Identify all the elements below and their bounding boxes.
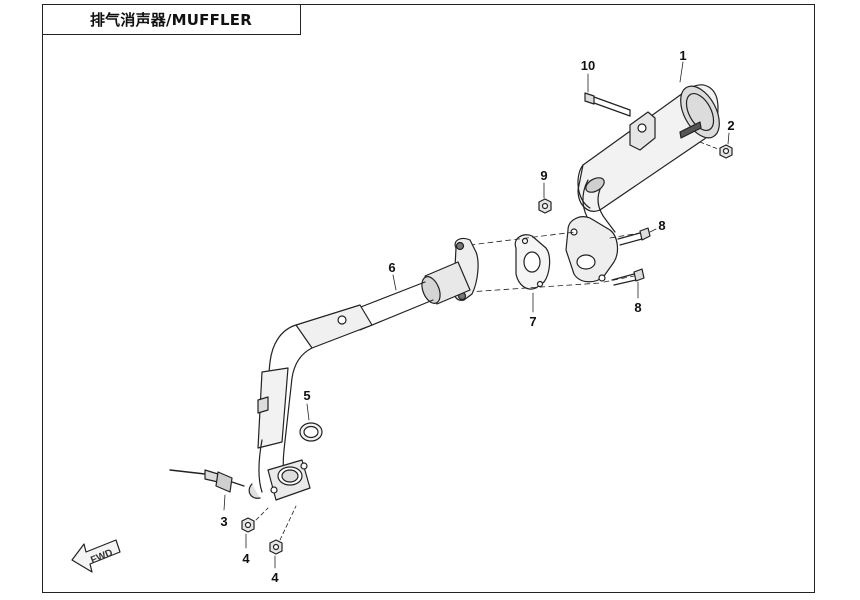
callout-10: 10: [581, 58, 595, 73]
alignment-line-lower: [467, 282, 601, 293]
callout-8-lower: 8: [634, 300, 641, 315]
gasket-ring-5-part: [299, 422, 323, 442]
flange-gasket-7-part: [514, 234, 551, 290]
muffler-part: [565, 84, 720, 283]
drawing-frame: [42, 4, 815, 593]
leader-line-5: [306, 403, 310, 421]
dash-line-2: [699, 141, 719, 150]
alignment-line-bolt-lower: [603, 275, 635, 283]
nut-4-left-part: [241, 517, 255, 533]
leader-line-2: [727, 132, 730, 145]
dash-line-4a: [255, 507, 269, 521]
callout-3: 3: [220, 514, 227, 529]
dash-line-4b: [279, 505, 297, 541]
leader-line-3: [223, 494, 226, 511]
bolt-10-part: [584, 92, 631, 117]
diagram-title: 排气消声器/MUFFLER: [42, 4, 301, 35]
callout-8-upper: 8: [658, 218, 665, 233]
leader-line-6: [392, 274, 397, 291]
callout-4-right: 4: [271, 570, 279, 585]
alignment-line-bolt-upper: [609, 232, 641, 239]
callout-4-left: 4: [242, 551, 250, 566]
callout-6: 6: [388, 260, 395, 275]
exhaust-pipe-6-part: [248, 237, 479, 501]
callout-5: 5: [303, 388, 310, 403]
leader-line-8a: [649, 228, 657, 233]
alignment-line-upper: [469, 231, 576, 246]
oxygen-sensor-3-part: [169, 469, 245, 493]
forward-arrow-icon: [71, 539, 121, 573]
bolt-8-upper-part: [617, 227, 651, 246]
nut-9-part: [538, 198, 552, 214]
leader-line-1: [679, 61, 684, 83]
callout-2: 2: [727, 118, 734, 133]
nut-4-right-part: [269, 539, 283, 555]
nut-2-part: [719, 144, 733, 159]
callout-1: 1: [679, 48, 686, 63]
callout-7: 7: [529, 314, 536, 329]
bolt-8-lower-part: [611, 268, 645, 286]
callout-9: 9: [540, 168, 547, 183]
